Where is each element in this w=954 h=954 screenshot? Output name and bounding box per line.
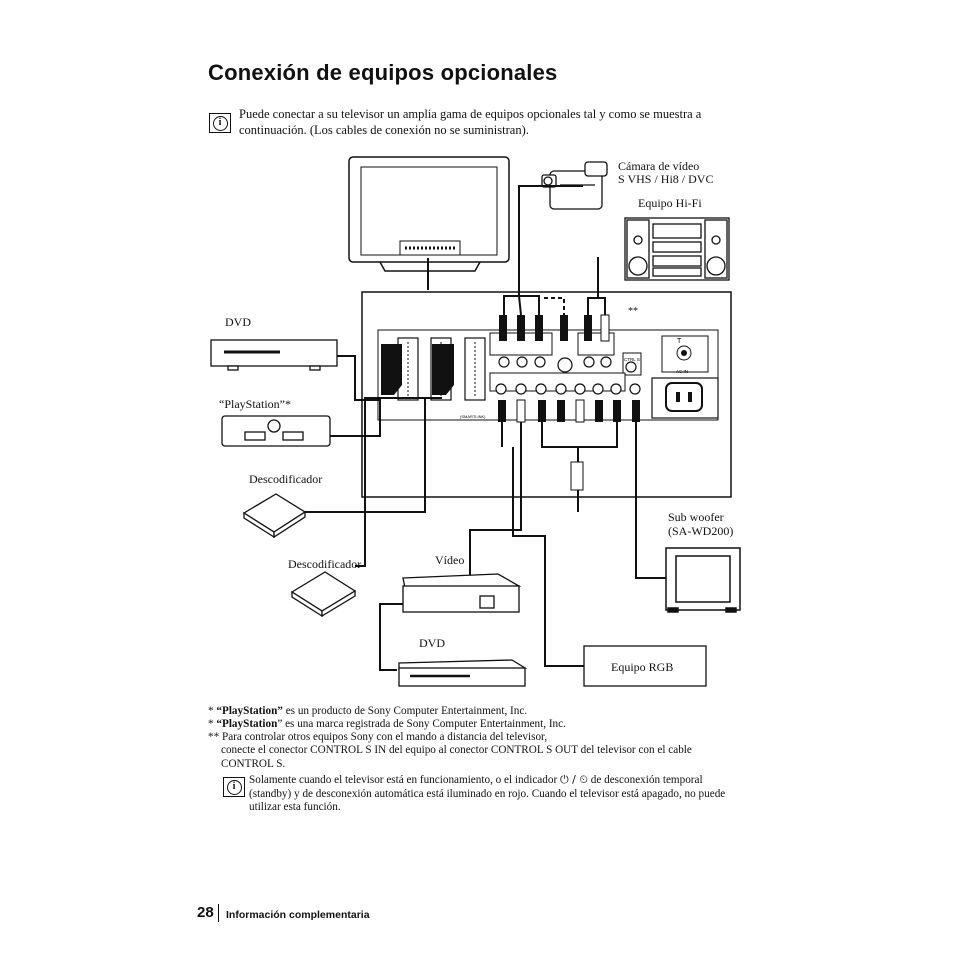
camcorder-illustration [541,161,608,210]
footnote-2: * “PlayStation” es una marca registrada … [208,718,566,730]
smartlink-label: (SMARTLINK) [460,414,486,419]
dvd-top-label: DVD [225,315,251,329]
dvd-bottom-illustration [398,659,528,687]
page-number: 28 [197,904,214,921]
ac-in-label: AC IN [676,369,688,374]
footnote-3-line2: conecte el conector CONTROL S IN del equ… [221,744,692,770]
vcr-illustration [402,573,522,613]
subwoofer-label: Sub woofer [668,510,724,524]
decoder-1-illustration [242,493,307,539]
subwoofer-illustration [665,547,741,613]
info-icon-note: i [223,777,245,797]
decoder-2-label: Descodificador [288,557,362,571]
double-star-label: ** [628,306,638,317]
camera-formats-label: S VHS / Hi8 / DVC [618,172,714,186]
rgb-equipment-box [583,645,707,687]
camera-label: Cámara de vídeo [618,159,700,173]
playstation-illustration [221,415,331,447]
rgb-label: Equipo RGB [611,660,674,674]
tv-back-illustration [348,156,510,272]
video-label: Vídeo [435,553,465,567]
decoder-1-label: Descodificador [249,472,323,486]
footnote-1: * “PlayStation” es un producto de Sony C… [208,705,528,717]
note-paragraph: Solamente cuando el televisor está en fu… [249,773,726,813]
power-standby-icon: ⏻ / ⏲ [559,773,588,786]
hifi-illustration [624,217,730,281]
footer-section: Información complementaria [226,909,370,921]
dvd-top-illustration [210,339,338,371]
ctrl-s-label: CTRL S [624,357,640,362]
info-icon: i [209,113,231,133]
subwoofer-model-label: (SA-WD200) [668,524,734,538]
decoder-2-illustration [290,571,357,618]
footnote-3-line1: ** Para controlar otros equipos Sony con… [208,731,548,743]
page-title: Conexión de equipos opcionales [208,60,558,85]
hifi-label: Equipo Hi-Fi [638,196,702,210]
dvd-bottom-label: DVD [419,636,445,650]
footer-separator [218,904,219,922]
svg-text:T: T [677,338,682,345]
intro-paragraph: Puede conectar a su televisor un amplia … [239,107,702,137]
playstation-label: “PlayStation”* [219,397,291,411]
